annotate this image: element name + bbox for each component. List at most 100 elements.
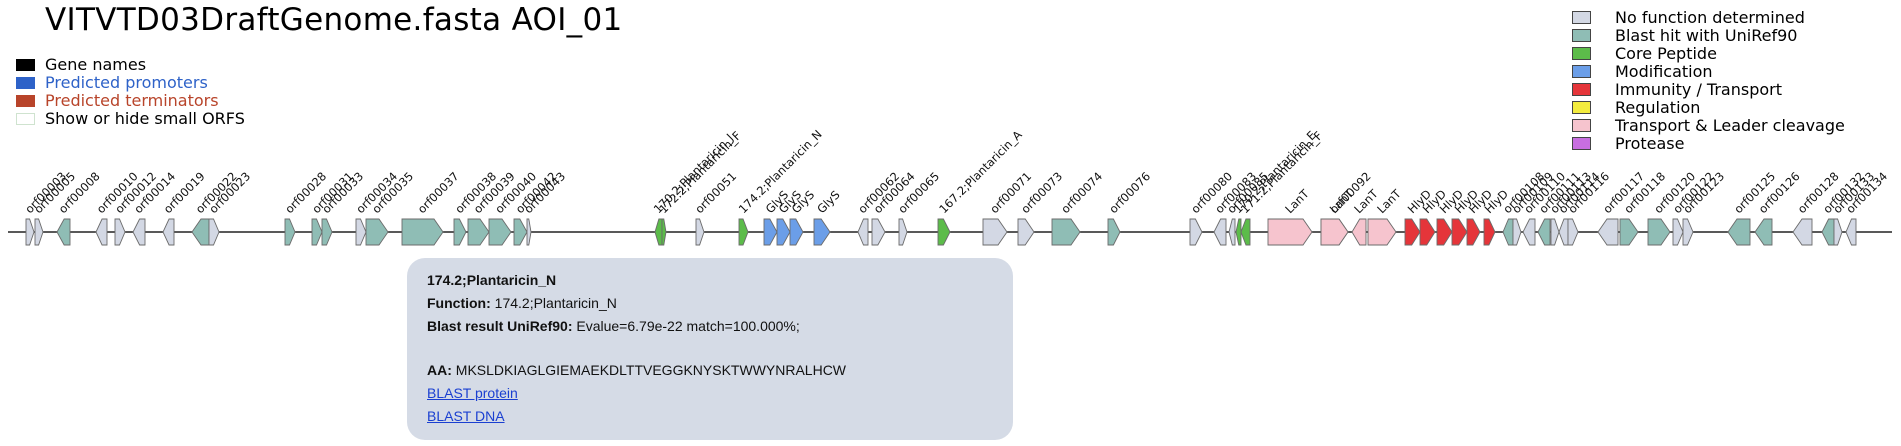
gene-arrow[interactable] [365,218,389,246]
gene-arrow[interactable] [1845,218,1857,246]
legend-item-no-function: No function determined [1572,8,1805,27]
gene-arrow[interactable] [321,218,333,246]
gene-arrow[interactable] [513,218,528,246]
gene-arrow[interactable] [1502,218,1514,246]
popup-aa-row: AA: MKSLDKIAGLGIEMAEKDLTTVEGGKNYSKTWWYNR… [427,362,847,378]
gene-arrow[interactable] [1672,218,1684,246]
gene-arrow[interactable] [401,218,444,246]
gene-arrow[interactable] [25,218,35,246]
gene-arrow[interactable] [1727,218,1751,246]
toggle-gene-names[interactable]: Gene names [16,55,146,74]
legend-label: Modification [1615,62,1713,81]
gene-arrow[interactable] [453,218,467,246]
legend-item-modification: Modification [1572,62,1713,81]
legend-swatch [1572,83,1591,96]
blast-protein-link-row: BLAST protein [427,385,518,401]
gene-arrow[interactable] [871,218,886,246]
gene-arrow[interactable] [191,218,210,246]
gene-arrow[interactable] [1017,218,1035,246]
gene-arrow[interactable] [1754,218,1773,246]
gene-arrow[interactable] [1483,218,1496,246]
gene-arrow[interactable] [1522,218,1536,246]
gene-arrow[interactable] [1558,218,1569,246]
legend-swatch [1572,29,1591,42]
gene-arrow[interactable] [763,218,778,246]
gene-arrow[interactable] [1647,218,1671,246]
gene-arrow[interactable] [1419,218,1436,246]
gene-arrow[interactable] [114,218,126,246]
toggle-predicted-terminators[interactable]: Predicted terminators [16,91,219,110]
gene-arrow[interactable] [355,218,367,246]
gene-arrow[interactable] [1567,218,1579,246]
gene-arrow[interactable] [1189,218,1203,246]
gene-arrow[interactable] [1466,218,1481,246]
gene-arrow[interactable] [1235,218,1242,246]
gene-arrow[interactable] [1682,218,1694,246]
gene-arrow[interactable] [695,218,705,246]
popup-gene-name: 174.2;Plantaricin_N [427,272,557,288]
gene-arrow[interactable] [1833,218,1843,246]
promoters-label: Predicted promoters [45,73,208,92]
legend-swatch [1572,137,1591,150]
gene-arrow[interactable] [937,218,951,246]
gene-arrow[interactable] [1228,218,1236,246]
toggle-small-orfs[interactable]: Show or hide small ORFS [16,109,245,128]
gene-arrow[interactable] [654,218,663,246]
gene-arrow[interactable] [738,218,749,246]
gene-arrow[interactable] [813,218,831,246]
gene-arrow[interactable] [1821,218,1835,246]
gene-arrow[interactable] [526,218,532,246]
gene-label: LanT [1374,186,1404,216]
gene-arrow[interactable] [1367,218,1397,246]
gene-arrow[interactable] [95,218,108,246]
gene-arrow[interactable] [467,218,490,246]
gene-arrow[interactable] [776,218,791,246]
gene-arrow[interactable] [1051,218,1081,246]
gene-arrow[interactable] [661,218,667,246]
gene-arrow[interactable] [1404,218,1421,246]
blast-protein-link[interactable]: BLAST protein [427,385,518,401]
legend-item-immunity-transport: Immunity / Transport [1572,80,1782,99]
gene-arrow[interactable] [284,218,296,246]
legend-label: Protease [1615,134,1685,153]
gene-arrow[interactable] [982,218,1008,246]
gene-arrow[interactable] [1451,218,1468,246]
gene-arrow[interactable] [34,218,44,246]
gene-arrow[interactable] [1792,218,1813,246]
gene-arrow[interactable] [1597,218,1619,246]
legend-item-protease: Protease [1572,134,1684,153]
popup-blast-row: Blast result UniRef90: Evalue=6.79e-22 m… [427,318,800,334]
gene-arrow[interactable] [311,218,323,246]
gene-info-popup: 174.2;Plantaricin_N Function: 174.2;Plan… [407,258,1013,440]
gene-arrow[interactable] [208,218,220,246]
gene-arrow[interactable] [162,218,175,246]
gene-arrow[interactable] [898,218,908,246]
gene-arrow[interactable] [789,218,804,246]
gene-label: GlyS [814,188,842,216]
gene-arrow[interactable] [56,218,71,246]
gene-names-swatch [16,58,35,71]
legend-label: Regulation [1615,98,1701,117]
gene-arrow[interactable] [857,218,869,246]
gene-arrow[interactable] [1240,218,1251,246]
gene-arrow[interactable] [488,218,512,246]
gene-arrow[interactable] [1107,218,1121,246]
legend-swatch [1572,65,1591,78]
gene-label: orf00074 [1058,169,1105,216]
gene-arrow[interactable] [1320,218,1349,246]
gene-arrow[interactable] [132,218,146,246]
gene-arrow[interactable] [1537,218,1551,246]
legend-swatch [1572,47,1591,60]
blast-dna-link[interactable]: BLAST DNA [427,408,505,424]
gene-arrow[interactable] [1213,218,1227,246]
toggle-predicted-promoters[interactable]: Predicted promoters [16,73,208,92]
gene-arrow[interactable] [1550,218,1560,246]
small-orfs-swatch [16,112,35,125]
gene-arrow[interactable] [1436,218,1453,246]
gene-arrow[interactable] [1267,218,1313,246]
gene-arrow[interactable] [1512,218,1522,246]
promoters-swatch [16,76,35,89]
page-title: VITVTD03DraftGenome.fasta AOI_01 [45,2,623,38]
gene-arrow[interactable] [1619,218,1639,246]
gene-arrow[interactable] [1351,218,1367,246]
